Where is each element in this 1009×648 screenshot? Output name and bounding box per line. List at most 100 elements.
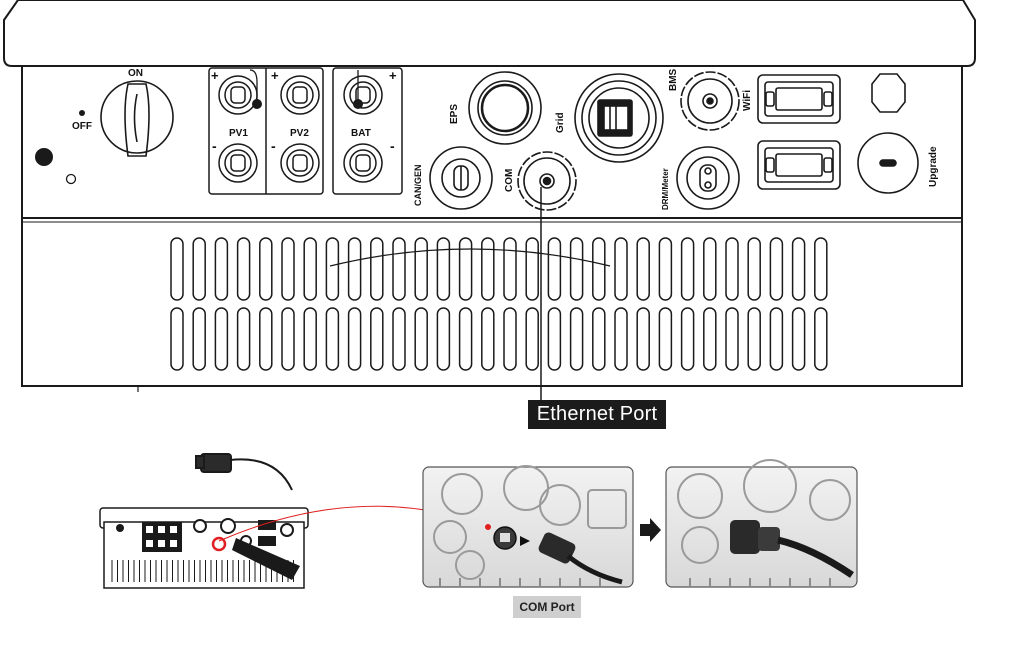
bms-port <box>680 71 740 131</box>
connected-plug-icon <box>730 520 854 578</box>
grid-port <box>574 73 664 163</box>
vent-slot <box>325 307 340 371</box>
pv2-label: PV2 <box>290 128 309 139</box>
inverter-top-lid <box>3 0 976 67</box>
vent-slot <box>703 307 717 371</box>
on-label: ON <box>128 68 143 79</box>
off-indicator <box>79 110 85 116</box>
upgrade-label: Upgrade <box>928 146 939 187</box>
vent-slot <box>481 307 495 371</box>
vent-slot <box>592 307 606 371</box>
vent-slot <box>569 307 584 371</box>
com-port <box>517 151 577 211</box>
vent-slot <box>370 237 384 301</box>
grid-label: Grid <box>555 112 566 133</box>
vent-slot <box>547 307 562 371</box>
dc-switch <box>100 80 174 157</box>
bat-plus-sign: + <box>389 68 397 83</box>
pv-terminal-panel <box>208 67 403 195</box>
com-photo-before <box>422 465 634 588</box>
pv1-plus-sign: + <box>211 68 219 83</box>
vent-slot <box>303 237 317 301</box>
upgrade-port <box>857 73 919 194</box>
vent-slot <box>192 307 206 371</box>
vent-slot <box>525 307 539 371</box>
vent-slot <box>703 237 717 301</box>
cable-illustration <box>195 453 293 491</box>
vent-slot <box>481 237 495 301</box>
wifi-port-top <box>757 74 841 124</box>
vent-slot <box>458 237 473 301</box>
inverter-body <box>21 65 963 387</box>
vent-slot <box>392 237 406 301</box>
vent-slot <box>192 237 206 301</box>
pv1-label: PV1 <box>229 128 248 139</box>
vent-slot <box>725 237 739 301</box>
vent-slot <box>791 307 806 371</box>
vent-slot <box>236 307 251 371</box>
vent-slot <box>458 307 473 371</box>
vent-slot <box>303 307 317 371</box>
vent-slot <box>170 307 184 371</box>
vent-slot <box>259 237 273 301</box>
screw-hole <box>65 173 77 185</box>
vent-slot <box>747 307 761 371</box>
vent-slot <box>592 237 606 301</box>
vent-slot <box>791 237 806 301</box>
drm-meter-port <box>676 146 740 210</box>
vent-slot <box>525 237 539 301</box>
vent-slot <box>370 307 384 371</box>
off-label: OFF <box>72 121 92 132</box>
vent-slot <box>170 237 184 301</box>
eps-port <box>468 71 542 145</box>
vent-slot <box>680 307 695 371</box>
vent-slot <box>769 307 784 371</box>
vent-slot <box>259 307 273 371</box>
com-port-caption: COM Port <box>513 596 581 618</box>
drm-meter-label: DRM/Meter <box>661 168 670 210</box>
can-gen-label: CAN/GEN <box>413 164 423 206</box>
can-gen-port <box>429 146 493 210</box>
com-photo-after <box>665 459 858 588</box>
vent-slot <box>614 307 628 371</box>
dc-connectors <box>218 75 383 183</box>
vent-slot <box>814 237 828 301</box>
vent-slot <box>503 307 517 371</box>
vent-slot <box>569 237 584 301</box>
inverter-thumbnail <box>99 507 309 589</box>
bms-label: BMS <box>668 68 679 91</box>
pv2-plus-sign: + <box>271 68 279 83</box>
vent-slot <box>281 307 295 371</box>
vent-slot <box>814 307 828 371</box>
wifi-label: WiFi <box>742 90 753 111</box>
vent-slot <box>236 237 251 301</box>
arrow-right-icon <box>640 518 661 542</box>
bat-minus-sign: - <box>390 138 395 154</box>
small-arrow-icon <box>520 536 530 546</box>
vent-slot <box>392 307 406 371</box>
vent-slot <box>614 237 628 301</box>
pv1-minus-sign: - <box>212 138 217 154</box>
vent-slot <box>436 237 451 301</box>
dc-connector-pins <box>249 69 359 104</box>
pointer-arrow-icon <box>232 538 300 580</box>
vent-slot <box>725 307 739 371</box>
vent-slot <box>636 237 650 301</box>
pv2-minus-sign: - <box>271 138 276 154</box>
rj45-plug-icon <box>538 532 623 585</box>
vent-slot <box>414 307 428 371</box>
com-label: COM <box>504 169 515 192</box>
ethernet-port-callout: Ethernet Port <box>528 400 666 429</box>
eps-label: EPS <box>449 104 460 124</box>
vent-slot <box>547 237 562 301</box>
vent-slot <box>503 237 517 301</box>
vent-slot <box>436 307 451 371</box>
heatsink-outline <box>137 248 611 392</box>
vent-slot <box>347 237 362 301</box>
vent-slot <box>636 307 650 371</box>
vent-slot <box>214 307 229 371</box>
wifi-port-bottom <box>757 140 841 190</box>
vent-slot <box>281 237 295 301</box>
